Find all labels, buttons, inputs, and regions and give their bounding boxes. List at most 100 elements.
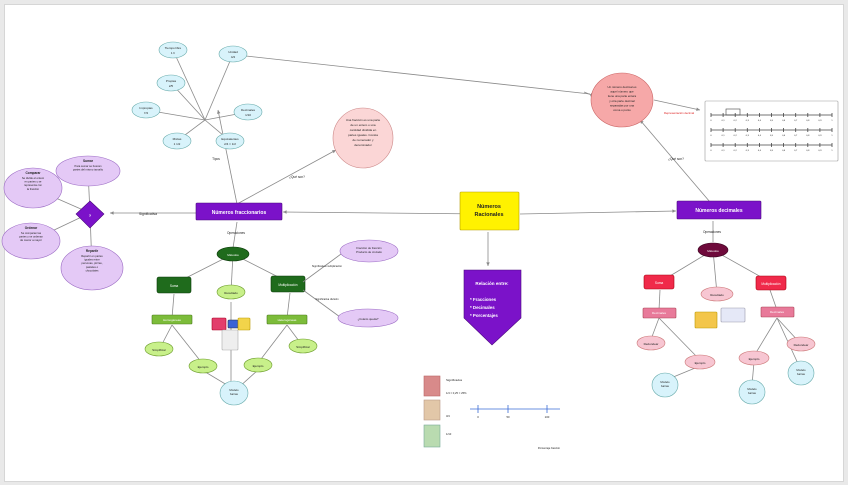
frac-ops-mid-right[interactable] [243,357,273,373]
use-bubble-u4-title: Repartir [86,249,99,253]
link-fracciones-types-head [217,110,221,114]
percent-label-0: Significados [446,378,463,382]
numberline-label-1-5: 0,5 [770,135,774,137]
numberline-label-2-1: 0,1 [722,150,726,152]
decimales-link-bottom: Operaciones [703,230,721,234]
numberline-label-2-0: 0 [710,150,712,152]
frac-ops-mid-l [171,324,203,364]
frac-ops-bottom-label-line-0: Modelo [229,388,239,392]
decimales-title: Números decimales [695,208,742,214]
use-bubble-u3-text-line-1: partes y se ordenan [19,235,43,239]
numberline-label-2-3: 0,3 [746,150,750,152]
dec-ops-left-sub[interactable] [642,307,677,319]
use-bubble-u4-text-line-4: chocolates [86,268,100,272]
frac-ops-left-label: Suma [170,284,179,288]
fracciones-definition-line-1: de un entero o una [350,123,376,127]
dec-ops-center[interactable] [700,286,734,302]
link-definition-numberline [653,99,701,111]
type-bubble-t7-value: 2/4 = 1/2 [224,142,236,146]
frac-ops-mid-left[interactable] [188,358,218,374]
frac-ops-bottom[interactable] [219,380,249,406]
dec-ops-leaf-mid[interactable] [738,379,766,405]
type-bubble-t7 [215,132,245,150]
frac-ops-right-sub-label: Heterogéneas [278,318,297,322]
percent-scale-label-0: 0 [477,415,479,419]
dec-ops-right-sub[interactable] [760,306,795,318]
type-bubble-t4-value: 1 1/2 [174,142,181,146]
frac-ops-right-leaf[interactable] [288,338,318,354]
fracciones-definition-line-3: partes iguales. Consta [348,133,378,137]
link-fracciones-ops [232,221,238,249]
type-bubble-t2-value: 2/5 [169,84,174,88]
frac-ops-right-leaf-label: Simplificar [296,345,310,349]
dec-ops-root[interactable] [697,242,729,258]
percent-block-2 [423,399,441,421]
use-bubble-u1 [55,155,121,187]
numberline-label-0-2: 0,2 [734,120,738,122]
percent-label-2: 3/4 [446,414,450,418]
link-top-long [245,55,591,95]
link-central-fracciones-head [283,210,287,214]
dec-ops-left-leaf[interactable] [636,335,666,351]
fracciones-diamond[interactable] [75,200,105,229]
numberline-label-0-10: 1 [831,120,833,122]
frac-ops-right-sub[interactable] [266,314,308,325]
numberline-label-1-7: 0,7 [794,135,798,137]
percent-block-1 [423,375,441,397]
use-bubble-u3-text-line-0: Se comparan las [21,231,42,235]
fracciones-title: Números fraccionarios [212,210,267,216]
frac-ops-left-sub[interactable] [151,314,193,325]
use-bubble-u4-text-line-2: personas, pizzas, [82,261,103,265]
type-bubble-t1-value: 1 h [171,51,176,55]
type-bubble-t5 [218,45,248,63]
type-bubble-t2-label: Propias [166,79,177,83]
dec-illustration-grid [694,311,718,329]
relation-node[interactable] [463,269,522,346]
fracciones-definition-line-4: de numerador y [352,138,374,142]
fracciones-node[interactable] [195,202,283,221]
dec-ops-left[interactable] [643,274,675,290]
central-node-rational-numbers[interactable] [459,191,520,231]
frac-ops-left[interactable] [156,276,192,294]
relation-item-2: * Porcentajes [470,313,498,318]
fracciones-link-top: Tipos [212,157,220,161]
numberline-label-2-4: 0,4 [758,150,762,152]
dec-ops-mid-left[interactable] [684,354,716,370]
frac-illustration-paper [221,329,239,351]
frac-ops-right[interactable] [270,275,306,293]
dec-ops-leaf-right[interactable] [787,360,815,386]
fracciones-link-question: ¿Qué son? [289,175,305,179]
dec-ops-right[interactable] [755,275,787,291]
fracciones-diamond-text: ? [89,213,92,218]
link-fracciones-types [217,109,238,205]
fracciones-definition-line-2: cantidad dividida en [350,128,377,132]
frac-ops-left-sub-label: Homogéneas [163,318,181,322]
dec-ops-leaf-left[interactable] [651,372,679,398]
dec-ops-leaf-right-label-line-0: Modelo [796,368,806,372]
decimales-link-right: Representación decimal [664,111,694,115]
percent-scale-label-2: 100 [545,415,550,419]
decimales-node[interactable] [676,200,762,220]
dec-ops-leaf-mid-label-line-0: Modelo [747,387,757,391]
use-bubble-u4-text-line-1: iguales entre [84,258,100,262]
frac-ops-left-leaf[interactable] [144,341,174,357]
decimales-link-top: ¿Qué son? [668,157,684,161]
numberline-label-1-9: 0,9 [818,135,822,137]
numberline-label-1-1: 0,1 [722,135,726,137]
frac-ops-center[interactable] [216,284,246,300]
numberline-label-2-6: 0,6 [782,150,786,152]
percent-label-1: 1/4 = 0,25 = 25% [446,391,467,395]
frac-ops-root[interactable] [216,246,250,262]
dec-ops-right-leaf[interactable] [786,336,816,352]
dec-ops-mid-l [658,317,701,361]
frac-side-link-1 [302,253,342,283]
type-bubble-t3 [131,101,161,119]
numberline-label-1-8: 0,8 [806,135,810,137]
decimales-definition-line-4: separadas por una [610,103,634,107]
dec-ops-mid-right[interactable] [738,350,770,366]
use-bubble-u3-text-line-2: de menor a mayor [20,238,42,242]
dec-ops-leaf-mid-label-line-1: barras [748,391,757,395]
dec-ops-center-label: Resultado [710,293,724,297]
type-bubble-t3-label: Impropias [139,106,153,110]
numberline-label-2-5: 0,5 [770,150,774,152]
